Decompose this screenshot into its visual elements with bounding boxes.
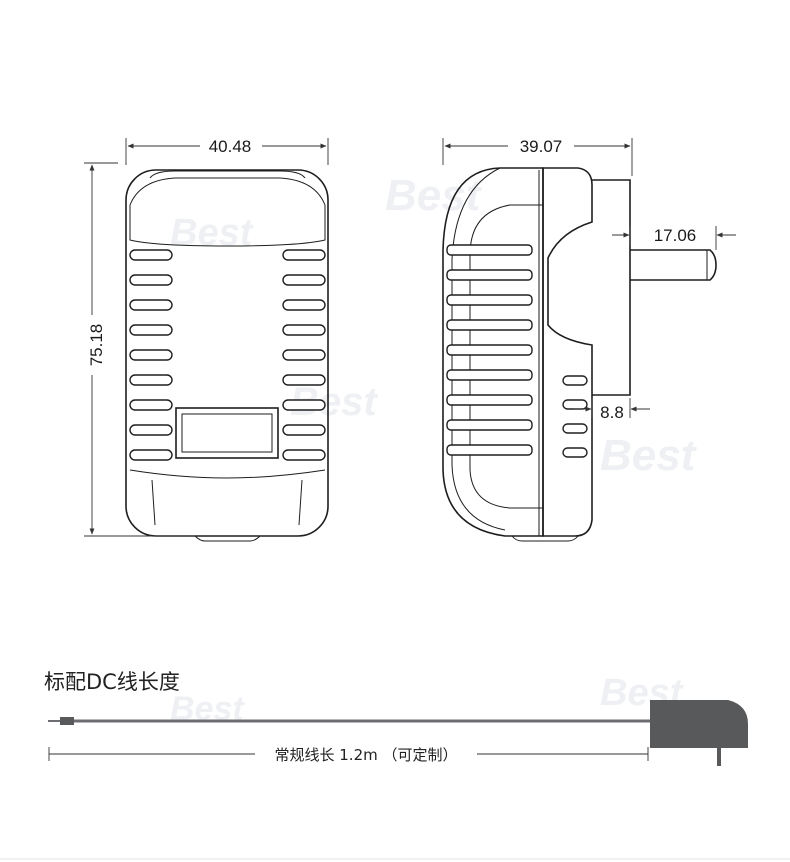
front-lower-grooves bbox=[151, 479, 303, 526]
dim-pin-length: 17.06 bbox=[612, 226, 736, 250]
adapter-block bbox=[650, 700, 748, 748]
watermark-text: Best bbox=[170, 212, 254, 254]
side-vents bbox=[446, 244, 533, 456]
pin-length-label: 17.06 bbox=[654, 226, 697, 245]
side-view bbox=[442, 167, 717, 542]
label-window-inner bbox=[181, 413, 273, 453]
front-body-outline bbox=[125, 169, 329, 537]
front-foot bbox=[194, 535, 261, 542]
plug-base bbox=[592, 179, 631, 396]
dc-connector bbox=[60, 717, 74, 725]
side-small-vents bbox=[562, 375, 588, 458]
front-lower-seam bbox=[129, 469, 326, 479]
plug-pin bbox=[630, 249, 717, 281]
dim-front-width: 40.48 bbox=[125, 137, 329, 165]
dim-pin-offset: 8.8 bbox=[574, 398, 650, 422]
dim-height: 75.18 bbox=[84, 162, 196, 537]
watermark-group: Best Best Best Best Best Best bbox=[170, 171, 698, 728]
front-view bbox=[125, 169, 329, 542]
dim-side-depth: 39.07 bbox=[442, 137, 633, 176]
cable-section-title: 标配DC线长度 bbox=[44, 670, 180, 694]
front-left-vents bbox=[129, 249, 173, 461]
label-window-outer bbox=[175, 407, 279, 459]
dc-cable-diagram bbox=[48, 700, 748, 766]
watermark-text: Best bbox=[600, 431, 698, 480]
front-top-panel bbox=[129, 177, 326, 247]
side-back-shell bbox=[542, 167, 593, 537]
adapter-pin bbox=[717, 748, 721, 766]
front-top-edge bbox=[149, 170, 306, 179]
front-right-vents bbox=[282, 249, 326, 461]
side-inner-edge bbox=[451, 167, 506, 531]
side-body-outline bbox=[442, 167, 544, 537]
cable-length-label: 常规线长 1.2m （可定制） bbox=[274, 746, 457, 764]
height-label: 75.18 bbox=[87, 324, 106, 367]
front-width-label: 40.48 bbox=[209, 137, 252, 156]
pin-offset-label: 8.8 bbox=[600, 403, 624, 422]
side-foot bbox=[511, 535, 579, 542]
dim-cable-length: 常规线长 1.2m （可定制） bbox=[48, 746, 649, 764]
watermark-text: Best bbox=[385, 171, 483, 220]
side-depth-label: 39.07 bbox=[520, 137, 563, 156]
side-inner-cavity bbox=[469, 204, 543, 509]
